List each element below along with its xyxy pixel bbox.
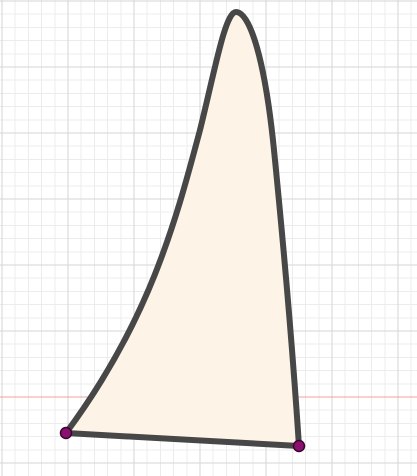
spline-curve[interactable] [63,8,277,436]
straight-line[interactable] [271,147,302,449]
closed-profile-region[interactable] [66,12,299,446]
endpoint-right[interactable] [292,439,306,453]
endpoint-left[interactable] [59,426,73,440]
bottom-line[interactable] [63,430,302,449]
